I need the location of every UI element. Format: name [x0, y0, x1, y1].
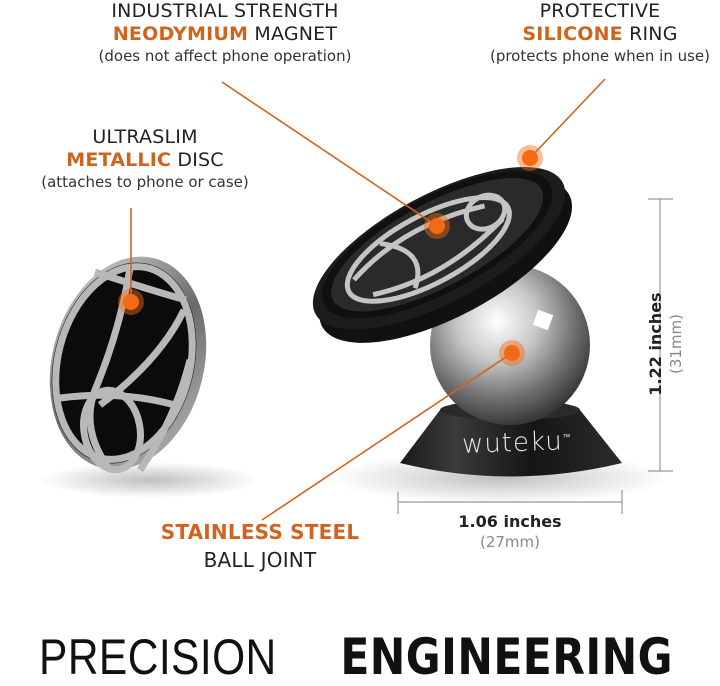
dimension-lines	[397, 198, 673, 514]
callout-subtitle-line: SILICONE RING	[480, 23, 720, 46]
ball-marker-icon	[499, 340, 525, 366]
callout-note: (protects phone when in use)	[489, 46, 711, 65]
callout-rest: MAGNET	[248, 22, 338, 45]
ring-marker-icon	[517, 145, 543, 171]
callout-subtitle-line: METALLIC DISC	[20, 149, 270, 172]
headline: PRECISION ENGINEERING	[0, 628, 720, 686]
brand-name: wuteku	[461, 426, 564, 460]
callout-markers	[118, 145, 543, 366]
height-mm: (31mm)	[667, 314, 685, 375]
width-mm: (27mm)	[479, 533, 540, 551]
callout-silicone-ring: PROTECTIVE SILICONE RING (protects phone…	[480, 0, 720, 65]
logo-pattern-icon	[344, 192, 512, 304]
height-inches: 1.22 inches	[646, 292, 665, 396]
headline-bold: ENGINEERING	[340, 628, 674, 686]
callout-neodymium-magnet: INDUSTRIAL STRENGTH NEODYMIUM MAGNET (do…	[60, 0, 390, 65]
brand-logo: wuteku™	[461, 426, 573, 460]
magnet-marker-icon	[424, 213, 450, 239]
logo-pattern-icon	[52, 263, 196, 474]
metallic-disc	[49, 256, 207, 474]
width-inches: 1.06 inches	[458, 512, 562, 531]
callout-note: (does not affect phone operation)	[98, 46, 352, 65]
callout-title: PROTECTIVE	[539, 0, 661, 22]
callout-metallic-disc: ULTRASLIM METALLIC DISC (attaches to pho…	[20, 126, 270, 191]
callout-ball-joint: STAINLESS STEEL BALL JOINT	[150, 520, 370, 572]
callout-title: BALL JOINT	[203, 548, 317, 572]
callout-highlight: NEODYMIUM	[112, 22, 249, 45]
trademark-symbol: ™	[562, 432, 572, 442]
callout-highlight: METALLIC	[66, 148, 172, 171]
headline-thin: PRECISION	[39, 629, 290, 685]
callout-highlight: STAINLESS STEEL	[160, 520, 360, 544]
callout-rest: RING	[622, 22, 678, 45]
callout-highlight: SILICONE	[522, 22, 623, 45]
width-dimension-label: 1.06 inches (27mm)	[380, 512, 640, 551]
height-dimension-label: 1.22 inches (31mm)	[646, 224, 690, 464]
callout-note: (attaches to phone or case)	[41, 172, 249, 191]
callout-rest: DISC	[171, 148, 224, 171]
disc-marker-icon	[118, 289, 144, 315]
callout-lines	[130, 78, 606, 521]
mount-assembly	[312, 167, 622, 477]
callout-title: ULTRASLIM	[92, 126, 198, 148]
callout-subtitle-line: NEODYMIUM MAGNET	[60, 23, 390, 46]
callout-title: INDUSTRIAL STRENGTH	[111, 0, 339, 22]
